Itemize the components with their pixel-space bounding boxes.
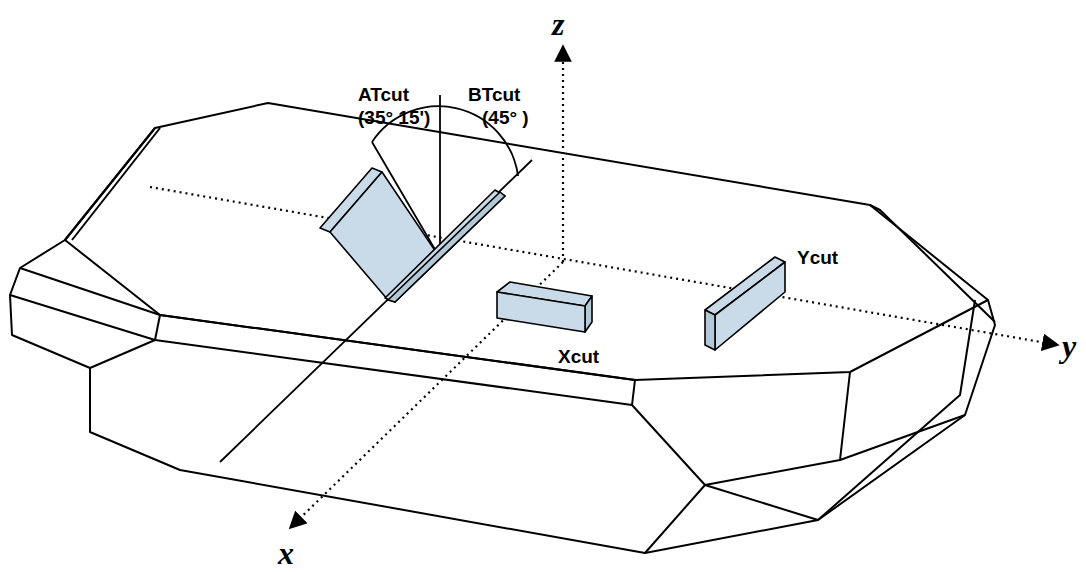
axis-label: x <box>278 537 294 569</box>
angle-label: (35° 15') <box>358 108 430 127</box>
cut-label: Xcut <box>558 347 599 366</box>
angle-label: (45° ) <box>482 108 529 127</box>
cut-label: Ycut <box>797 248 838 267</box>
cut-label: BTcut <box>468 85 520 104</box>
axis-label: y <box>1062 330 1076 362</box>
cut-label: ATcut <box>358 85 409 104</box>
axis-label: z <box>552 8 564 40</box>
